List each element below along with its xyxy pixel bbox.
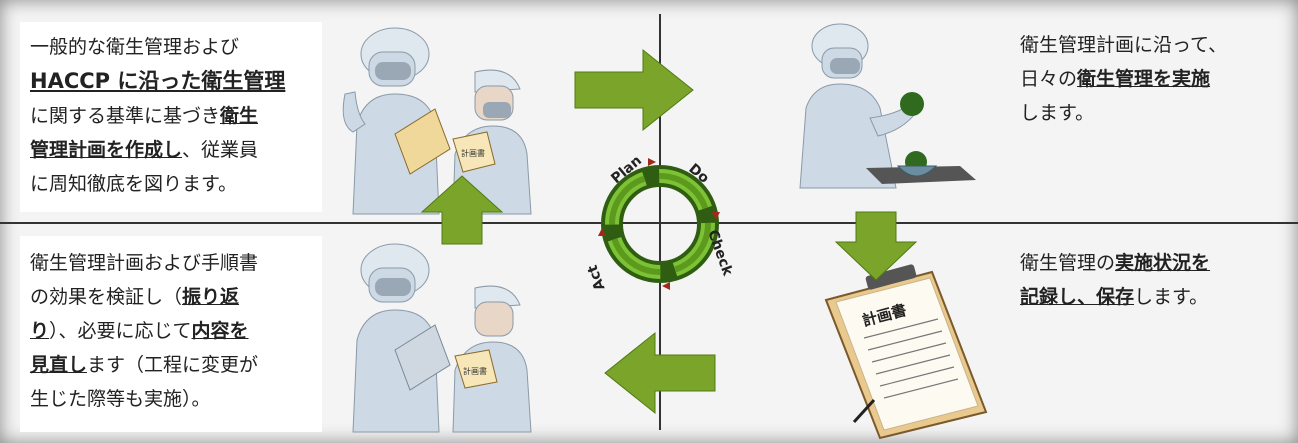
act-bold-2a: 内容を bbox=[191, 320, 249, 342]
horizontal-axis-line bbox=[0, 222, 1298, 224]
cycle-label-act: Act bbox=[585, 262, 609, 292]
do-text-3: します。 bbox=[1020, 102, 1095, 124]
plan-bold-1: HACCP に沿った衛生管理 bbox=[30, 69, 286, 93]
clipboard-label-bottom: 計画書 bbox=[463, 366, 487, 376]
act-bold-2b: 見直し bbox=[30, 354, 88, 376]
act-description: 衛生管理計画および手順書 の効果を検証し（振り返 り）、必要に応じて内容を 見直… bbox=[20, 236, 322, 432]
plan-workers-illustration: 計画書 bbox=[342, 27, 532, 215]
do-description: 衛生管理計画に沿って、 日々の衛生管理を実施 します。 bbox=[1010, 22, 1280, 142]
plan-bold-2a: 衛生 bbox=[220, 105, 259, 127]
pen-icon bbox=[852, 398, 876, 424]
vegetable-icon bbox=[900, 92, 927, 173]
worker-icon bbox=[799, 23, 919, 189]
plan-text-2: に関する基準に基づき bbox=[30, 105, 221, 127]
act-text-3: ）、必要に応じて bbox=[49, 320, 192, 342]
check-bold-1a: 実施状況を bbox=[1115, 252, 1211, 274]
clipboard-icon bbox=[394, 108, 451, 175]
act-workers-illustration: 計画書 bbox=[352, 243, 532, 433]
check-bold-1b: 記録し、保存 bbox=[1020, 286, 1135, 308]
check-description: 衛生管理の実施状況を 記録し、保存します。 bbox=[1010, 236, 1280, 336]
act-bold-1a: 振り返 bbox=[182, 286, 240, 308]
bowl-icon bbox=[866, 165, 976, 184]
check-text-2: します。 bbox=[1134, 286, 1209, 308]
plan-description: 一般的な衛生管理および HACCP に沿った衛生管理 に関する基準に基づき衛生 … bbox=[20, 22, 322, 212]
vertical-axis-line bbox=[659, 14, 661, 430]
plan-text-3: 、従業員 bbox=[182, 139, 259, 161]
arrow-up-icon bbox=[420, 175, 504, 245]
act-text-5: 生じた際等も実施）。 bbox=[30, 388, 211, 410]
clipboard-icon bbox=[394, 324, 451, 391]
cycle-ring-icon: Plan Do Check Act bbox=[585, 153, 736, 293]
plan-text-1: 一般的な衛生管理および bbox=[30, 36, 240, 58]
act-text-1: 衛生管理計画および手順書 bbox=[30, 252, 259, 274]
act-text-4: ます（工程に変更が bbox=[87, 354, 259, 376]
clipboard-icon: 計画書 bbox=[452, 131, 496, 173]
check-document-illustration: 計画書 bbox=[824, 264, 988, 440]
do-worker-illustration bbox=[799, 23, 976, 189]
arrow-down-icon bbox=[834, 211, 918, 281]
document-icon: 計画書 bbox=[824, 264, 988, 440]
act-bold-1b: り bbox=[30, 320, 50, 342]
do-text-1: 衛生管理計画に沿って、 bbox=[1020, 34, 1228, 56]
clipboard-label-top: 計画書 bbox=[461, 148, 485, 158]
check-text-1: 衛生管理の bbox=[1020, 252, 1116, 274]
act-text-2: の効果を検証し（ bbox=[30, 286, 183, 308]
plan-text-4: に周知徹底を図ります。 bbox=[30, 173, 238, 195]
do-text-2: 日々の bbox=[1020, 68, 1078, 90]
do-bold-1: 衛生管理を実施 bbox=[1077, 68, 1211, 90]
arrow-right-icon bbox=[574, 48, 694, 132]
plan-bold-2b: 管理計画を作成し bbox=[30, 139, 183, 161]
arrow-left-icon bbox=[604, 331, 716, 415]
clipboard-icon: 計画書 bbox=[454, 349, 498, 389]
